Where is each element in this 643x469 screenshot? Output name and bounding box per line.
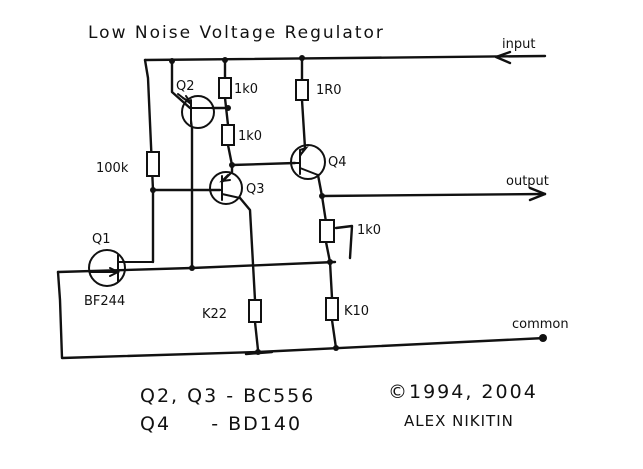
r-bottom-top-wire — [328, 260, 334, 300]
r-bottom-label: K10 — [344, 304, 369, 319]
q4-emitter-wire — [300, 98, 307, 150]
junction-dot — [150, 187, 156, 193]
junction-dot — [299, 55, 305, 61]
resistor-r-bottom — [325, 297, 339, 321]
transistor-q4 — [290, 144, 326, 180]
q4-label: Q4 — [328, 155, 347, 170]
r-q3-bottom-wire — [253, 320, 260, 352]
output-label: output — [506, 174, 549, 189]
r-bias-label: 100k — [96, 161, 129, 176]
output-arrow — [528, 186, 547, 202]
diagram-title: Low Noise Voltage Regulator — [88, 23, 385, 43]
q1-part-label: BF244 — [84, 294, 125, 309]
r-bottom-bottom-wire — [330, 318, 338, 350]
input-label: input — [502, 37, 535, 52]
transistor-q3 — [209, 171, 243, 205]
mid-bus — [56, 260, 337, 274]
junction-dot — [189, 265, 195, 271]
junction-dot — [327, 259, 333, 265]
input-rail — [143, 54, 547, 62]
author-text: ALEX NIKITIN — [404, 412, 514, 430]
resistor-r-q4 — [295, 79, 309, 101]
r-q2-mid-wire — [223, 96, 230, 127]
resistor-r-q2-top — [218, 77, 232, 99]
common-label: common — [512, 317, 569, 332]
input-arrow — [494, 50, 512, 65]
transistor-q2 — [177, 93, 215, 129]
r-q2-top-label: 1k0 — [234, 82, 258, 97]
resistor-r-out — [319, 219, 335, 243]
resistor-r-q3 — [248, 299, 262, 323]
r-out-label: 1k0 — [357, 223, 381, 238]
junction-dot — [333, 345, 339, 351]
q4-base-wire — [226, 143, 297, 167]
transistor-q1 — [88, 249, 154, 287]
r-out-tap — [334, 224, 354, 260]
q3-emitter-wire — [238, 196, 257, 302]
parts-list-line-1: Q2, Q3 - BC556 — [140, 385, 315, 407]
r-out-bottom-wire — [324, 240, 332, 264]
r-q2-mid-label: 1k0 — [238, 129, 262, 144]
junction-dot — [222, 57, 228, 63]
common-terminal-dot — [539, 334, 547, 342]
junction-dot — [225, 105, 231, 111]
copyright-text: ©1994, 2004 — [388, 381, 538, 403]
junction-dot — [229, 162, 235, 168]
junction-dot — [255, 349, 261, 355]
parts-list-line-2: Q4 - BD140 — [140, 413, 302, 435]
q2-label: Q2 — [176, 79, 195, 94]
junction-dot — [169, 58, 175, 64]
r-out-top-wire — [320, 194, 328, 224]
r-q3-label: K22 — [202, 307, 227, 322]
resistor-r-bias — [146, 151, 160, 177]
q1-label: Q1 — [92, 232, 111, 247]
common-rail — [56, 270, 547, 360]
q3-label: Q3 — [246, 182, 265, 197]
r-q4-label: 1R0 — [316, 83, 342, 98]
resistor-r-q2-mid — [221, 124, 235, 146]
junction-dot — [319, 193, 325, 199]
